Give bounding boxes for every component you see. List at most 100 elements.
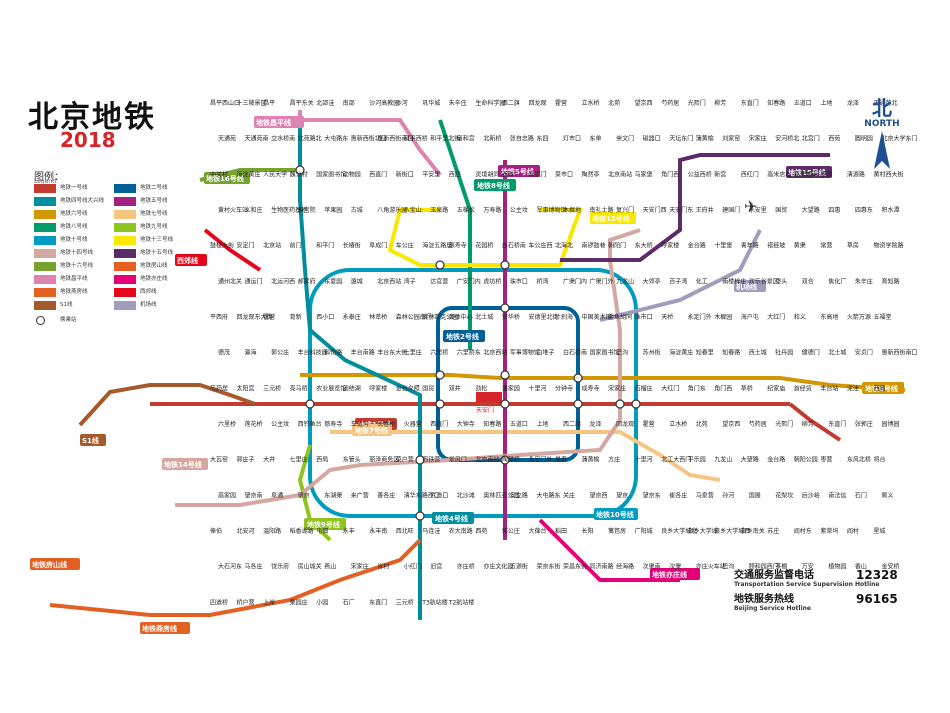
station-label: 什刹海 xyxy=(555,313,573,321)
station-label: 五福堂 xyxy=(874,313,892,321)
station-label: 大望路 xyxy=(802,206,820,214)
supervision-hotline-label: 交通服务监督电话 xyxy=(734,570,814,581)
station-label: 木樨地 xyxy=(563,206,581,214)
legend-item: 地铁九号线 xyxy=(114,223,194,232)
station-label: 西北旺 xyxy=(396,527,414,535)
station-label: 南邵 xyxy=(343,99,355,107)
station-label: 十里河 xyxy=(529,384,547,392)
fangshan-line-route xyxy=(49,538,422,617)
station-label: 八角游乐园 xyxy=(377,206,407,214)
station-label: 屯佃 xyxy=(316,527,328,535)
station-label: 万源街 xyxy=(510,563,528,571)
station-label: 枣营 xyxy=(820,456,832,464)
line-tag-9: 地铁9号线 xyxy=(304,518,346,530)
station-label: 肖村 xyxy=(377,563,389,571)
station-label: 北工大西门 xyxy=(661,456,691,464)
legend-swatch xyxy=(34,184,56,193)
station-label: 黄村火车站 xyxy=(218,206,248,214)
legend-label: 地铁一号线 xyxy=(60,185,88,191)
station-label: 阎村东 xyxy=(794,527,812,535)
station-label: 大石河东 xyxy=(218,563,242,571)
legend-swatch xyxy=(114,262,136,271)
station-label: 香山 xyxy=(855,563,867,571)
station-label: 次渠南 xyxy=(643,563,661,571)
airport-icon: ✈ xyxy=(744,197,757,216)
station-label: 昌平西山口 xyxy=(210,99,240,107)
station-label: 西局 xyxy=(316,457,328,464)
station-label: 宋家庄 xyxy=(608,384,626,392)
station-label: 荣昌东街 xyxy=(563,563,587,571)
station-label: 惠新西街南口 xyxy=(882,349,918,357)
legend-item: 地铁一号线 xyxy=(34,184,114,193)
legend-swatch xyxy=(114,210,136,219)
line-6-route xyxy=(300,373,906,392)
station-label: 花梨坎 xyxy=(775,491,793,499)
station-label: 房山城关 xyxy=(298,563,322,571)
legend-swatch xyxy=(114,197,136,206)
station-label: 刘家窑 xyxy=(722,135,740,143)
legend-swatch xyxy=(34,236,56,245)
legend-item: 地铁燕房线 xyxy=(34,288,114,297)
station-label: 广阳城 xyxy=(635,527,653,535)
station-label: 知春路 xyxy=(767,99,785,107)
station-label: 农大南路 xyxy=(449,527,473,535)
station-label: 稻香湖路 xyxy=(290,527,314,535)
station-marker xyxy=(435,399,445,409)
station-label: 将台 xyxy=(874,456,886,464)
station-label: 火器营 xyxy=(404,420,422,428)
station-label: 经海路 xyxy=(616,563,634,571)
station-label: 景风门 xyxy=(449,456,467,464)
station-label: 永安里 xyxy=(749,206,767,214)
station-label: 俸伯 xyxy=(210,527,222,535)
station-label: 白石桥南 xyxy=(563,349,587,357)
station-label: 东直门 xyxy=(369,598,387,606)
station-label: 西铁营 xyxy=(422,456,440,464)
station-label: 北宫门 xyxy=(802,135,820,143)
station-label: 南锣鼓巷 xyxy=(582,242,606,250)
station-label: 海户屯 xyxy=(741,313,759,321)
transfer-station-icon xyxy=(36,316,45,325)
station-label: 芍药居 xyxy=(661,99,679,107)
line-tag-changping: 地铁昌平线 xyxy=(254,116,304,128)
station-label: 生物医药基地 xyxy=(271,206,307,214)
station-label: 化工 xyxy=(696,277,708,285)
station-label: 北京南站 xyxy=(608,170,632,178)
svg-text:地铁5号线: 地铁5号线 xyxy=(501,167,534,176)
station-label: 永定门外 xyxy=(688,313,712,321)
station-label: 积水潭 xyxy=(882,206,900,214)
station-label: 饶乐府 xyxy=(271,563,289,571)
station-label: 角门西 xyxy=(714,384,732,392)
legend-label: 地铁十五号线 xyxy=(140,250,174,256)
line-tag-16: 地铁16号线 xyxy=(204,172,250,184)
station-label: 生命科学园 xyxy=(475,99,505,107)
station-label: 北京大学东门 xyxy=(882,135,918,143)
line-tag-2: 地铁2号线 xyxy=(443,330,485,342)
station-label: 园博园 xyxy=(882,420,900,428)
station-label: 阜成门 xyxy=(369,242,387,250)
line-tag-4: 地铁4号线 xyxy=(432,512,474,524)
station-label: 苏庄 xyxy=(767,527,779,535)
station-label: 光熙门 xyxy=(688,99,706,107)
station-label: 崔各庄 xyxy=(669,491,687,499)
station-label: 十三陵景区 xyxy=(237,99,267,107)
station-label: 芍药居 xyxy=(749,420,767,428)
legend-subtitle: Legend xyxy=(34,178,57,185)
legend-swatch xyxy=(114,275,136,284)
legend-item: 地铁五号线 xyxy=(114,197,194,206)
station-label: 北安河 xyxy=(237,527,255,535)
station-label: 宋家庄 xyxy=(749,135,767,143)
station-label: 巴沟 xyxy=(722,563,734,571)
station-label: 长春桥 xyxy=(377,420,395,428)
station-label: 郭庄子 xyxy=(237,456,255,464)
legend-title: 图例： xyxy=(34,172,64,183)
legend-swatch xyxy=(34,262,56,271)
station-label: 枣园 xyxy=(820,170,832,178)
line-tag-yanfang: 地铁燕房线 xyxy=(140,622,190,634)
station-label: 天通苑北 xyxy=(874,99,898,107)
station-label: 沙河高教园 xyxy=(369,99,399,107)
station-label: 崇文门 xyxy=(616,135,634,143)
station-label: 西直门 xyxy=(430,420,448,428)
station-label: 大望路 xyxy=(741,456,759,464)
station-label: 西局 xyxy=(874,385,886,392)
station-label: 亮马桥 xyxy=(290,384,308,392)
